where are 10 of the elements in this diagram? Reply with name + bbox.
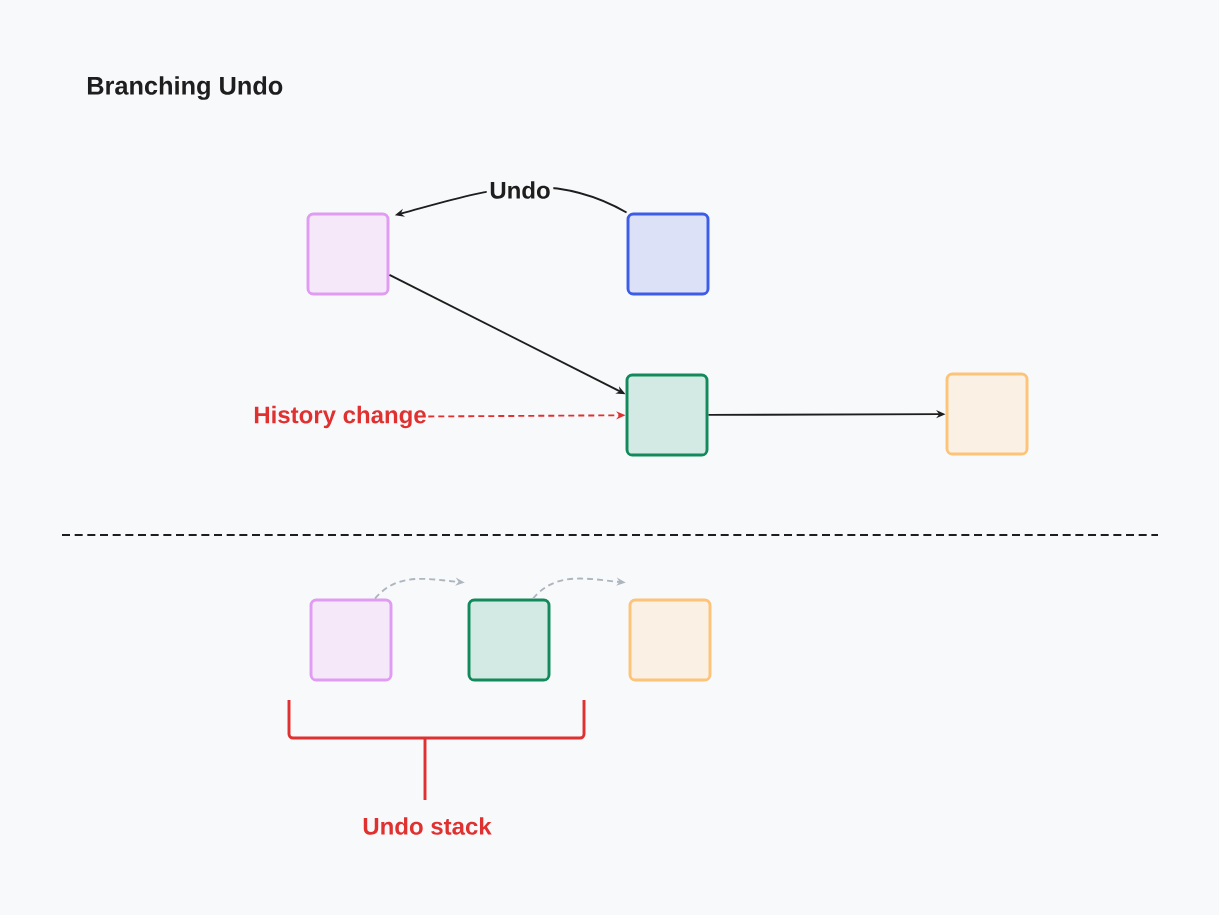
note-text: History change [254, 405, 426, 429]
state-box [628, 598, 712, 682]
state-box [625, 373, 709, 457]
title: Branching Undo [87, 76, 283, 100]
bracket-label: Undo stack [363, 817, 492, 835]
state-box [467, 598, 551, 682]
state-box [626, 212, 710, 296]
state-box [945, 372, 1029, 456]
state-box [309, 598, 393, 682]
state-box [306, 212, 390, 296]
